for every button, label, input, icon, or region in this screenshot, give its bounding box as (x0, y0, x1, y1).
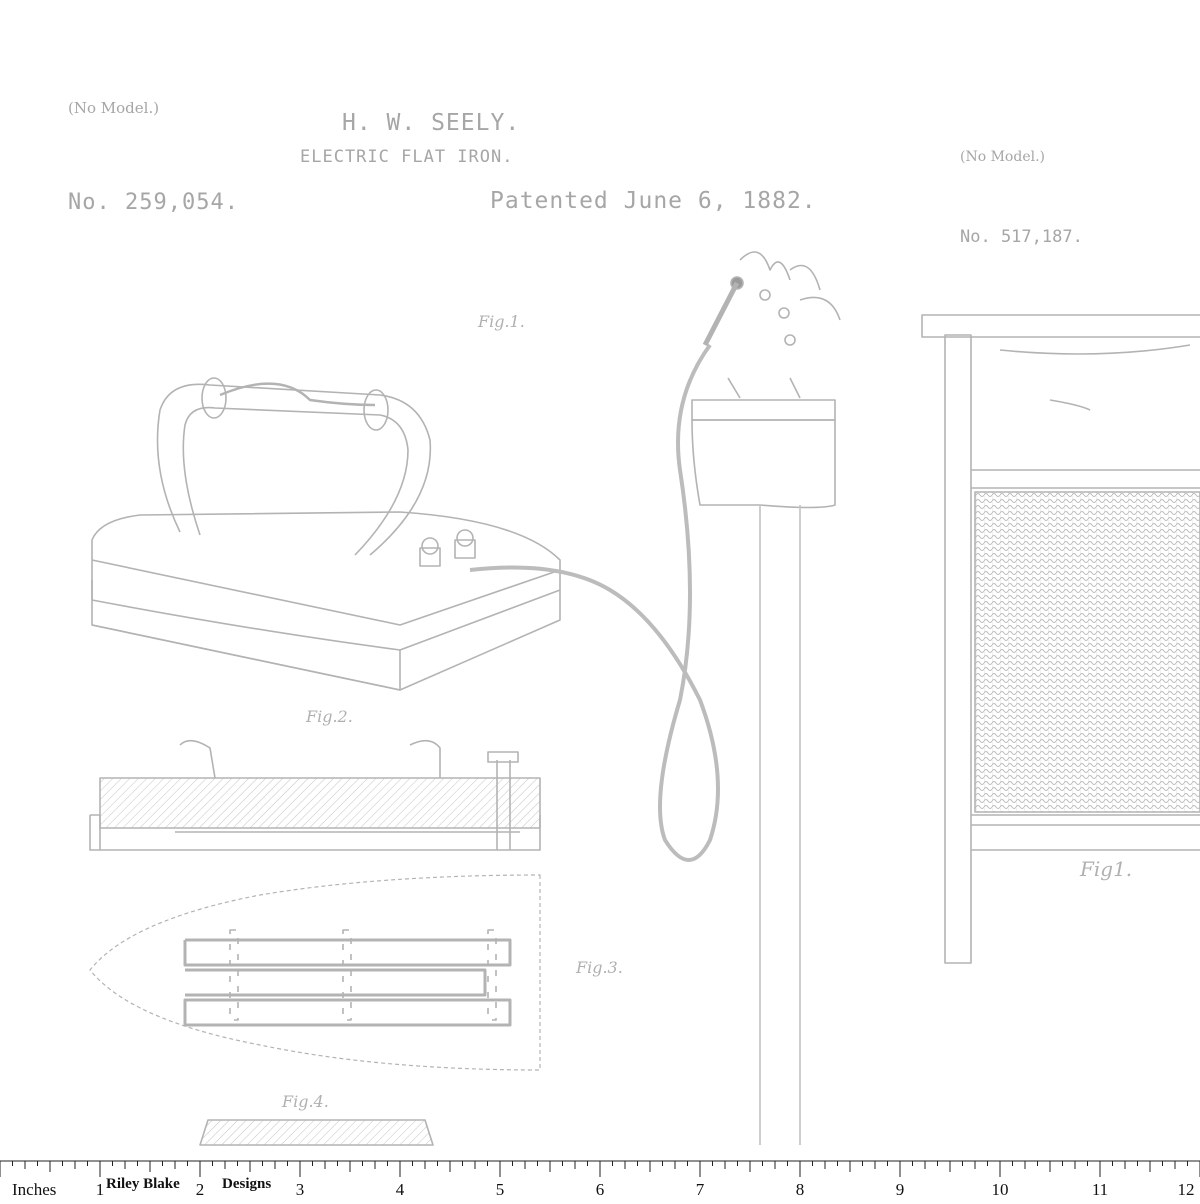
ruler-number: 7 (695, 1180, 705, 1199)
ruler-number: 12 (1177, 1180, 1195, 1199)
selvage-ruler (0, 1160, 1200, 1200)
ruler-number: 10 (991, 1180, 1009, 1199)
inventor-name: H. W. SEELY. (342, 110, 521, 136)
ruler-number: 8 (795, 1180, 805, 1199)
ruler-number: 5 (495, 1180, 505, 1199)
switch-illustration (691, 251, 841, 1145)
ruler-number: 11 (1091, 1180, 1109, 1199)
ruler-number: 1 (95, 1180, 105, 1199)
patent-number-right: No. 517,187. (960, 227, 1083, 247)
brand-name-a: Riley Blake (106, 1176, 180, 1192)
fig-3-label: Fig.3. (576, 958, 623, 977)
brand-name-b: Designs (222, 1176, 272, 1192)
ruler-number: 6 (595, 1180, 605, 1199)
ruler-number: 3 (295, 1180, 305, 1199)
cabinet-illustration (921, 314, 1200, 964)
fig-1-label-right: Fig1. (1080, 857, 1133, 881)
ruler-number: 2 (195, 1180, 205, 1199)
model-note-left: (No Model.) (68, 99, 160, 117)
fig-2-label: Fig.2. (306, 707, 353, 726)
base-illustration (199, 1119, 434, 1146)
ruler-number: 4 (395, 1180, 405, 1199)
fig-1-label: Fig.1. (478, 312, 525, 331)
patent-date: Patented June 6, 1882. (490, 188, 817, 214)
patent-number-left: No. 259,054. (68, 190, 239, 215)
ruler-unit-label: Inches (12, 1180, 57, 1199)
plate-illustration (89, 874, 541, 1071)
iron-illustration (91, 343, 720, 862)
ruler-ticks (0, 1160, 1200, 1177)
model-note-right: (No Model.) (960, 149, 1045, 165)
patent-title: ELECTRIC FLAT IRON. (300, 147, 514, 167)
section-illustration (89, 739, 541, 851)
fig-4-label: Fig.4. (282, 1092, 329, 1111)
ruler-number: 9 (895, 1180, 905, 1199)
